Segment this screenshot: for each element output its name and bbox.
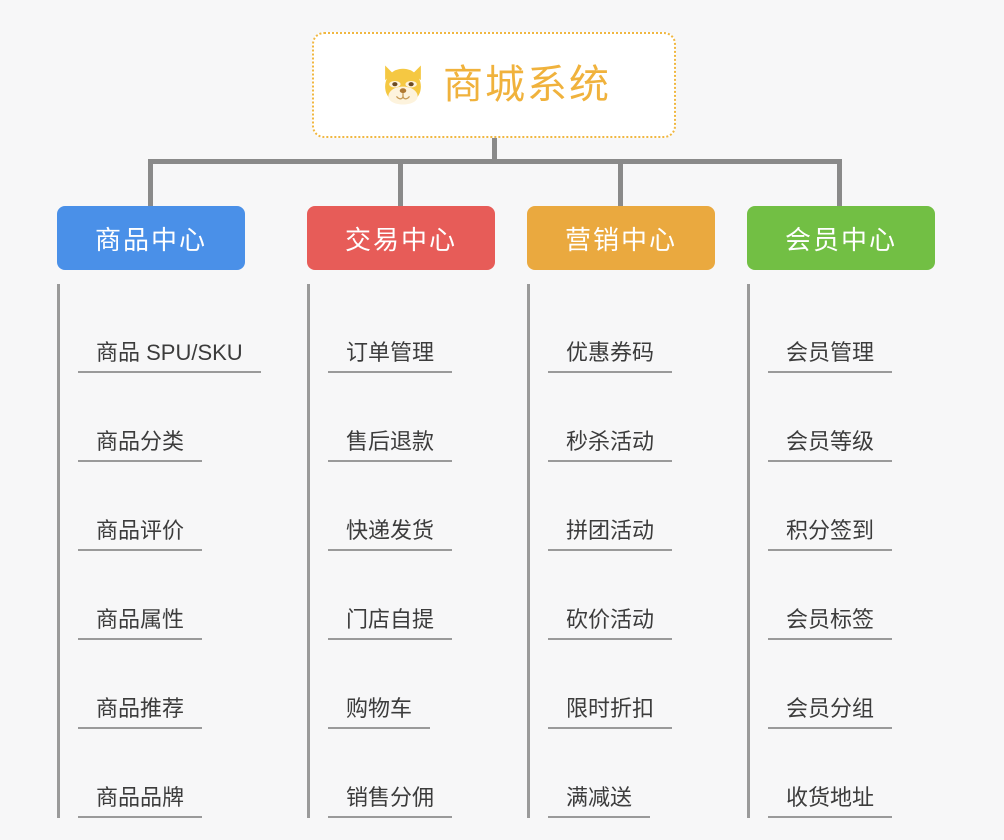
branch-header-3[interactable]: 营销中心 bbox=[527, 206, 715, 270]
list-item[interactable]: 会员标签 bbox=[768, 551, 935, 640]
branch-column-4: 会员中心 会员管理 会员等级 积分签到 会员标签 会员分组 收货地址 bbox=[747, 206, 935, 818]
list-item[interactable]: 售后退款 bbox=[328, 373, 495, 462]
leaf-label: 拼团活动 bbox=[548, 518, 673, 551]
leaf-label: 会员管理 bbox=[768, 340, 893, 373]
branch-items-4: 会员管理 会员等级 积分签到 会员标签 会员分组 收货地址 bbox=[747, 284, 935, 818]
connector-root-stem bbox=[492, 138, 497, 162]
connector-horizontal-bus bbox=[148, 159, 842, 164]
leaf-label: 会员等级 bbox=[768, 429, 893, 462]
leaf-label: 砍价活动 bbox=[548, 607, 673, 640]
leaf-label: 商品推荐 bbox=[78, 696, 203, 729]
leaf-label: 限时折扣 bbox=[548, 696, 673, 729]
leaf-label: 商品属性 bbox=[78, 607, 203, 640]
list-item[interactable]: 会员管理 bbox=[768, 284, 935, 373]
leaf-label: 商品品牌 bbox=[78, 785, 203, 818]
branch-items-2: 订单管理 售后退款 快递发货 门店自提 购物车 销售分佣 bbox=[307, 284, 495, 818]
list-item[interactable]: 会员分组 bbox=[768, 640, 935, 729]
leaf-label: 购物车 bbox=[328, 696, 431, 729]
branch-column-2: 交易中心 订单管理 售后退款 快递发货 门店自提 购物车 销售分佣 bbox=[307, 206, 495, 818]
leaf-label: 秒杀活动 bbox=[548, 429, 673, 462]
list-item[interactable]: 商品分类 bbox=[78, 373, 245, 462]
list-item[interactable]: 满减送 bbox=[548, 729, 715, 818]
root-title: 商城系统 bbox=[443, 63, 611, 107]
leaf-label: 收货地址 bbox=[768, 785, 893, 818]
list-item[interactable]: 快递发货 bbox=[328, 462, 495, 551]
leaf-label: 快递发货 bbox=[328, 518, 453, 551]
connector-drop-4 bbox=[837, 159, 842, 206]
list-item[interactable]: 积分签到 bbox=[768, 462, 935, 551]
list-item[interactable]: 门店自提 bbox=[328, 551, 495, 640]
branch-header-4[interactable]: 会员中心 bbox=[747, 206, 935, 270]
list-item[interactable]: 商品 SPU/SKU bbox=[78, 284, 261, 373]
branch-header-1[interactable]: 商品中心 bbox=[57, 206, 245, 270]
list-item[interactable]: 砍价活动 bbox=[548, 551, 715, 640]
list-item[interactable]: 限时折扣 bbox=[548, 640, 715, 729]
leaf-label: 订单管理 bbox=[328, 340, 453, 373]
leaf-label: 商品 SPU/SKU bbox=[78, 340, 261, 373]
leaf-label: 商品分类 bbox=[78, 429, 203, 462]
list-item[interactable]: 商品属性 bbox=[78, 551, 245, 640]
connector-drop-1 bbox=[148, 159, 153, 206]
list-item[interactable]: 收货地址 bbox=[768, 729, 935, 818]
shiba-dog-face-icon bbox=[385, 65, 421, 105]
root-node[interactable]: 商城系统 bbox=[312, 32, 676, 138]
list-item[interactable]: 购物车 bbox=[328, 640, 495, 729]
leaf-label: 会员分组 bbox=[768, 696, 893, 729]
leaf-label: 商品评价 bbox=[78, 518, 203, 551]
leaf-label: 会员标签 bbox=[768, 607, 893, 640]
leaf-label: 销售分佣 bbox=[328, 785, 453, 818]
connector-drop-2 bbox=[398, 159, 403, 206]
branch-header-2[interactable]: 交易中心 bbox=[307, 206, 495, 270]
branch-column-1: 商品中心 商品 SPU/SKU 商品分类 商品评价 商品属性 商品推荐 商品品牌 bbox=[57, 206, 261, 818]
list-item[interactable]: 订单管理 bbox=[328, 284, 495, 373]
connector-drop-3 bbox=[618, 159, 623, 206]
list-item[interactable]: 销售分佣 bbox=[328, 729, 495, 818]
list-item[interactable]: 商品推荐 bbox=[78, 640, 245, 729]
leaf-label: 积分签到 bbox=[768, 518, 893, 551]
list-item[interactable]: 优惠券码 bbox=[548, 284, 715, 373]
branch-items-1: 商品 SPU/SKU 商品分类 商品评价 商品属性 商品推荐 商品品牌 bbox=[57, 284, 261, 818]
branch-items-3: 优惠券码 秒杀活动 拼团活动 砍价活动 限时折扣 满减送 bbox=[527, 284, 715, 818]
list-item[interactable]: 商品评价 bbox=[78, 462, 245, 551]
leaf-label: 满减送 bbox=[548, 785, 651, 818]
branch-column-3: 营销中心 优惠券码 秒杀活动 拼团活动 砍价活动 限时折扣 满减送 bbox=[527, 206, 715, 818]
leaf-label: 门店自提 bbox=[328, 607, 453, 640]
leaf-label: 优惠券码 bbox=[548, 340, 673, 373]
list-item[interactable]: 商品品牌 bbox=[78, 729, 245, 818]
list-item[interactable]: 秒杀活动 bbox=[548, 373, 715, 462]
list-item[interactable]: 会员等级 bbox=[768, 373, 935, 462]
list-item[interactable]: 拼团活动 bbox=[548, 462, 715, 551]
leaf-label: 售后退款 bbox=[328, 429, 453, 462]
